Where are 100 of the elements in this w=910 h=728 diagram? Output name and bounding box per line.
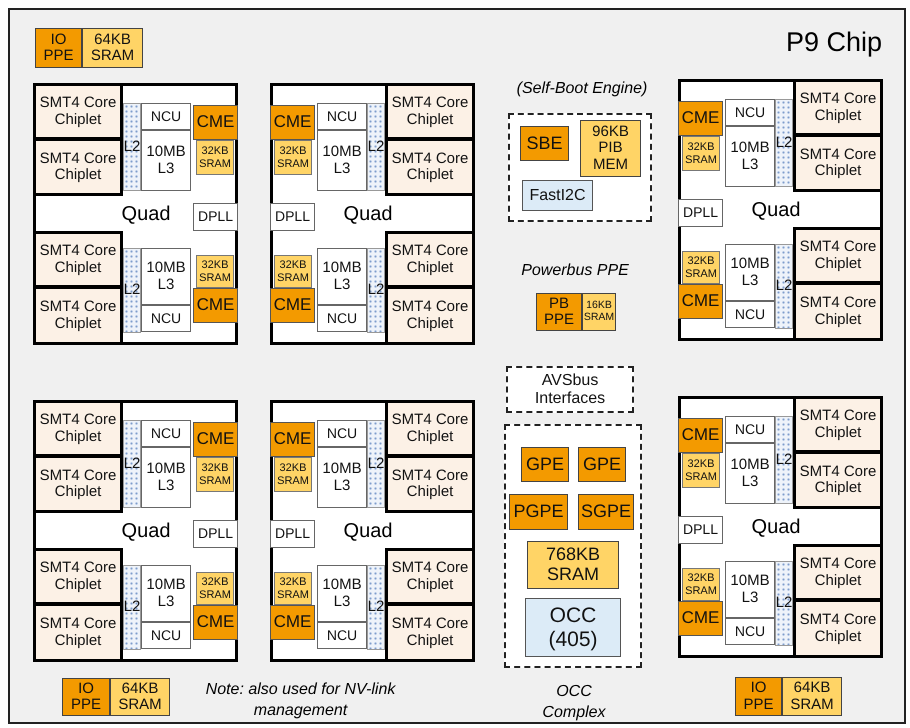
- cache-box: 10MB L3: [317, 248, 367, 305]
- section-heading: Powerbus PPE: [520, 261, 630, 281]
- memory-box: 768KB SRAM: [527, 541, 619, 589]
- engine-box: SBE: [520, 126, 569, 161]
- memory-box: 32KB SRAM: [682, 453, 720, 488]
- quad-label: Quad: [120, 202, 172, 226]
- cache-strip: L2: [123, 420, 141, 508]
- unit-box: NCU: [725, 301, 775, 328]
- engine-box: CME: [270, 105, 315, 140]
- engine-box: CME: [270, 422, 315, 457]
- core-chiplet-box: SMT4 Core Chiplet: [793, 451, 883, 509]
- unit-box: NCU: [317, 420, 367, 447]
- cache-box: 10MB L3: [725, 561, 775, 618]
- unit-box: DPLL: [193, 203, 238, 231]
- memory-box: 32KB SRAM: [274, 457, 312, 492]
- core-chiplet-box: SMT4 Core Chiplet: [385, 83, 475, 140]
- quad-block: [270, 83, 475, 345]
- memory-box: 64KB SRAM: [82, 28, 143, 68]
- cache-strip: L2: [367, 248, 385, 333]
- engine-box: PB PPE: [536, 293, 582, 331]
- core-chiplet-box: SMT4 Core Chiplet: [33, 603, 123, 662]
- cache-strip: L2: [775, 244, 793, 329]
- engine-box: IO PPE: [735, 677, 782, 716]
- memory-box: 32KB SRAM: [196, 572, 234, 605]
- core-chiplet-box: SMT4 Core Chiplet: [385, 603, 475, 662]
- memory-box: 32KB SRAM: [196, 140, 234, 175]
- engine-box: CME: [678, 418, 723, 453]
- memory-box: 64KB SRAM: [782, 677, 842, 716]
- core-chiplet-box: SMT4 Core Chiplet: [33, 138, 123, 196]
- cache-box: 10MB L3: [317, 565, 367, 622]
- cache-strip: L2: [367, 103, 385, 191]
- unit-box: NCU: [141, 305, 191, 332]
- dashed-group: AVSbus Interfaces: [506, 366, 634, 413]
- unit-box: DPLL: [270, 203, 315, 231]
- cache-strip: L2: [775, 99, 793, 187]
- engine-box: CME: [193, 605, 238, 640]
- core-chiplet-box: SMT4 Core Chiplet: [793, 282, 883, 341]
- engine-box: SGPE: [578, 494, 634, 530]
- group-heading: OCC Complex: [541, 682, 607, 724]
- cache-box: 10MB L3: [141, 130, 191, 191]
- unit-box: DPLL: [193, 520, 238, 548]
- core-chiplet-box: SMT4 Core Chiplet: [33, 455, 123, 513]
- core-chiplet-box: SMT4 Core Chiplet: [33, 548, 123, 605]
- engine-box: GPE: [521, 447, 569, 482]
- cache-box: 10MB L3: [725, 244, 775, 301]
- unit-box: DPLL: [678, 516, 723, 544]
- cache-strip: L2: [367, 420, 385, 508]
- engine-box: CME: [270, 288, 315, 323]
- quad-block: [678, 79, 883, 341]
- quad-block: [33, 83, 238, 345]
- engine-box: GPE: [578, 447, 626, 482]
- memory-box: 64KB SRAM: [110, 678, 170, 716]
- cache-strip: L2: [123, 103, 141, 191]
- cache-box: 10MB L3: [725, 126, 775, 187]
- engine-box: CME: [270, 605, 315, 640]
- processor-box: OCC (405): [525, 598, 621, 657]
- engine-box: IO PPE: [35, 28, 82, 68]
- quad-block: [270, 400, 475, 662]
- core-chiplet-box: SMT4 Core Chiplet: [793, 396, 883, 453]
- engine-box: CME: [193, 288, 238, 323]
- memory-box: 32KB SRAM: [196, 255, 234, 288]
- cache-box: 10MB L3: [317, 447, 367, 508]
- core-chiplet-box: SMT4 Core Chiplet: [385, 455, 475, 513]
- cache-strip: L2: [123, 248, 141, 333]
- engine-box: CME: [678, 601, 723, 636]
- unit-box: NCU: [317, 305, 367, 332]
- unit-box: NCU: [141, 420, 191, 447]
- engine-box: PGPE: [509, 494, 568, 530]
- core-chiplet-box: SMT4 Core Chiplet: [385, 400, 475, 457]
- cache-strip: L2: [367, 565, 385, 650]
- memory-box: 32KB SRAM: [682, 568, 720, 601]
- quad-label: Quad: [750, 198, 802, 222]
- cache-box: 10MB L3: [141, 248, 191, 305]
- core-chiplet-box: SMT4 Core Chiplet: [793, 79, 883, 136]
- engine-box: CME: [678, 101, 723, 136]
- core-chiplet-box: SMT4 Core Chiplet: [793, 134, 883, 192]
- memory-box: 32KB SRAM: [274, 255, 312, 288]
- unit-box: NCU: [317, 103, 367, 130]
- engine-box: CME: [678, 284, 723, 319]
- engine-box: CME: [193, 422, 238, 457]
- core-chiplet-box: SMT4 Core Chiplet: [385, 286, 475, 345]
- quad-block: [678, 396, 883, 658]
- memory-box: 16KB SRAM: [582, 293, 616, 331]
- core-chiplet-box: SMT4 Core Chiplet: [33, 83, 123, 140]
- core-chiplet-box: SMT4 Core Chiplet: [793, 544, 883, 601]
- quad-block: [33, 400, 238, 662]
- unit-box: NCU: [141, 622, 191, 649]
- memory-box: 32KB SRAM: [682, 136, 720, 171]
- core-chiplet-box: SMT4 Core Chiplet: [793, 599, 883, 658]
- core-chiplet-box: SMT4 Core Chiplet: [33, 231, 123, 288]
- memory-box: 32KB SRAM: [682, 251, 720, 284]
- quad-label: Quad: [750, 515, 802, 539]
- core-chiplet-box: SMT4 Core Chiplet: [793, 227, 883, 284]
- core-chiplet-box: SMT4 Core Chiplet: [33, 286, 123, 345]
- cache-strip: L2: [123, 565, 141, 650]
- engine-box: IO PPE: [62, 678, 110, 716]
- cache-box: 10MB L3: [141, 447, 191, 508]
- unit-box: NCU: [317, 622, 367, 649]
- cache-box: 10MB L3: [725, 443, 775, 504]
- quad-label: Quad: [120, 519, 172, 543]
